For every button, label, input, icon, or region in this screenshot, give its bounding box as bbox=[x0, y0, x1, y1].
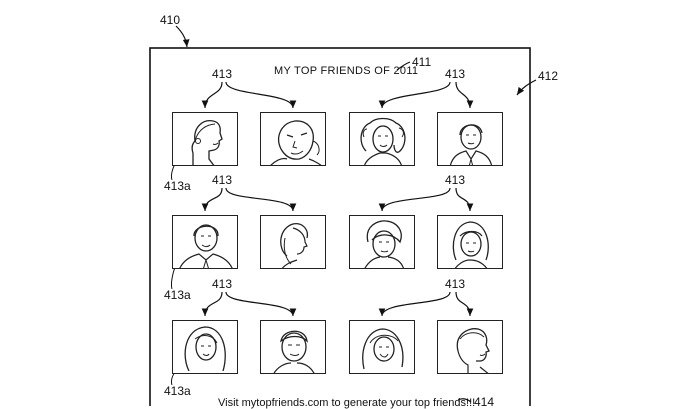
photo-frame[interactable] bbox=[349, 215, 415, 269]
photo-frame[interactable] bbox=[349, 112, 415, 166]
photo-frame[interactable] bbox=[260, 215, 326, 269]
portrait-man-bowl-hair-icon bbox=[364, 220, 404, 268]
portrait-bald-man-icon bbox=[270, 120, 322, 165]
photo-pointer-arrow bbox=[455, 187, 474, 212]
row3-highlight-label: 413a bbox=[164, 384, 191, 398]
photo-pointer-arrow bbox=[225, 187, 297, 212]
screen-ref-leader bbox=[516, 79, 537, 96]
photo-pointer-arrow bbox=[455, 291, 474, 317]
photo-frame[interactable] bbox=[260, 112, 326, 166]
highlight-leader-line bbox=[171, 265, 177, 290]
photo-pointer-arrow bbox=[201, 81, 223, 109]
title-ref-label: 411 bbox=[412, 55, 432, 69]
row-arrows bbox=[201, 81, 474, 317]
photo-frame[interactable] bbox=[172, 112, 238, 166]
title-ref-leader bbox=[396, 61, 411, 71]
photo-pointer-arrow bbox=[378, 187, 451, 212]
portrait-man-suit-icon bbox=[449, 124, 493, 165]
portrait-woman-smiling-icon bbox=[362, 328, 404, 370]
portrait-man-profile-icon bbox=[456, 328, 490, 373]
row1-highlight-label: 413a bbox=[164, 179, 191, 193]
portrait-woman-curly-icon bbox=[360, 117, 406, 165]
photo-frame[interactable] bbox=[172, 215, 238, 269]
photo-frame[interactable] bbox=[437, 112, 503, 166]
row1-label-right: 413 bbox=[445, 67, 466, 81]
photo-pointer-arrow bbox=[378, 291, 451, 317]
footer-ref-label: 414 bbox=[474, 395, 495, 409]
photo-frame[interactable] bbox=[260, 320, 326, 374]
portrait-woman-profile-icon bbox=[280, 223, 309, 268]
portrait-man-tie-icon bbox=[179, 224, 233, 268]
figure-number-leader bbox=[175, 25, 190, 48]
figure-number: 410 bbox=[160, 13, 181, 27]
photo-pointer-arrow bbox=[201, 187, 223, 212]
portrait-woman-bangs-icon bbox=[452, 221, 489, 268]
screen-ref-label: 412 bbox=[538, 69, 559, 83]
row3-label-right: 413 bbox=[445, 277, 466, 291]
row3-label-left: 413 bbox=[212, 277, 233, 291]
screen-frame bbox=[149, 47, 531, 406]
portrait-man-profile-icon bbox=[191, 120, 223, 165]
photo-frame[interactable] bbox=[437, 320, 503, 374]
portrait-man-short-hair-icon bbox=[273, 330, 315, 373]
row1-label-left: 413 bbox=[212, 67, 233, 81]
photo-pointer-arrow bbox=[378, 81, 451, 109]
photo-frame[interactable] bbox=[437, 215, 503, 269]
photo-pointer-arrow bbox=[225, 81, 297, 109]
photo-pointer-arrow bbox=[455, 81, 474, 109]
row2-highlight-label: 413a bbox=[164, 288, 191, 302]
photo-pointer-arrow bbox=[201, 291, 223, 317]
photo-frame[interactable] bbox=[172, 320, 238, 374]
footer-text: Visit mytopfriends.com to generate your … bbox=[218, 397, 476, 409]
portrait-woman-long-hair-icon bbox=[184, 326, 226, 372]
photo-pointer-arrow bbox=[225, 291, 297, 317]
figure-title: MY TOP FRIENDS OF 2011 bbox=[274, 65, 419, 77]
row2-label-left: 413 bbox=[212, 173, 233, 187]
photo-frame[interactable] bbox=[349, 320, 415, 374]
footer-ref-leader bbox=[457, 398, 472, 403]
row2-label-right: 413 bbox=[445, 173, 466, 187]
